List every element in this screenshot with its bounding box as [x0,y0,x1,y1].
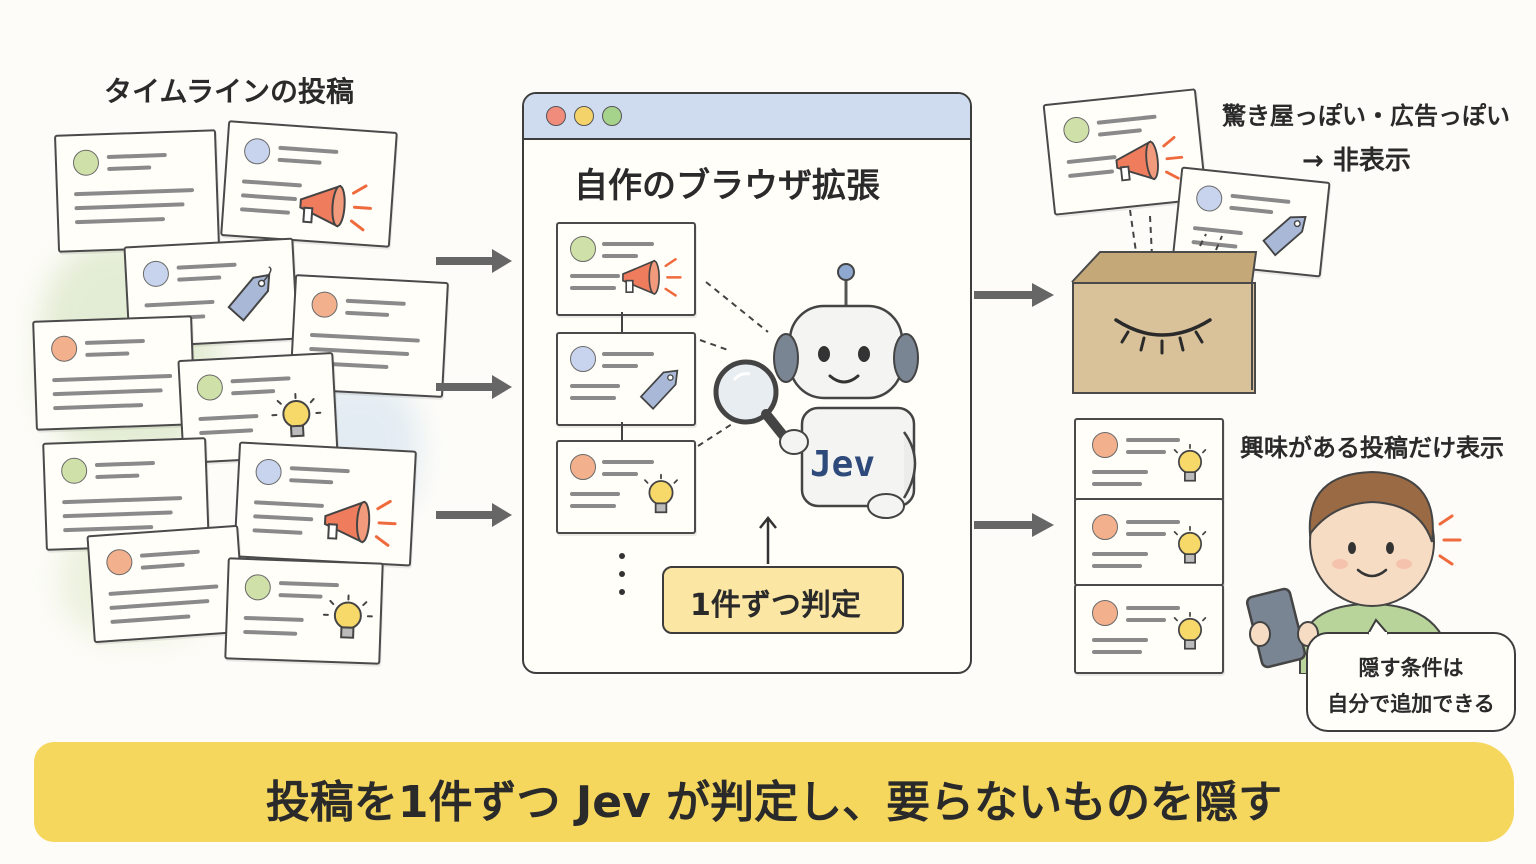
robot-name: Jev [810,444,876,485]
avatar [254,458,283,486]
lightbulb-icon [271,393,322,438]
arrow-right-icon [436,249,512,273]
avatar [570,454,596,480]
post-card [220,120,398,248]
connector-lines [619,281,769,595]
avatar [50,335,78,363]
post-card [556,222,696,316]
hidden-label-line1: 驚き屋っぽい・広告っぽい [1222,102,1510,130]
maximize-dot-icon [602,106,622,126]
price-tag-icon [1262,216,1307,257]
avatar [1092,600,1118,626]
judge-label: 1件ずつ判定 [690,588,861,623]
post-card [1074,498,1224,586]
lightbulb-icon [1173,443,1207,482]
speech-bubble-tail [1367,618,1389,636]
avatar [570,346,596,372]
avatar [1092,514,1118,540]
avatar [243,137,272,166]
avatar [570,236,596,262]
bubble-line1: 隠す条件は [1358,656,1464,680]
megaphone-icon [622,258,682,297]
post-card [233,441,417,567]
lightbulb-icon [1173,611,1207,650]
post-card [177,351,339,465]
bubble-line2: 自分で追加できる [1327,692,1495,716]
avatar [244,573,272,601]
post-card [32,315,196,431]
post-card [224,557,384,665]
avatar [196,373,224,402]
avatar [310,290,339,319]
shown-label: 興味がある投稿だけ表示 [1240,434,1504,462]
arrow-right-icon [436,375,512,399]
lightbulb-icon [644,473,678,514]
post-card [1171,166,1331,278]
extension-title: 自作のブラウザ拡張 [574,166,880,206]
avatar [105,548,134,577]
avatar [60,457,88,485]
post-card [86,524,246,644]
megaphone-icon [323,499,397,547]
judge-label-box: 1件ずつ判定 [662,566,904,634]
speech-bubble: 隠す条件は 自分で追加できる [1306,632,1516,732]
hidden-label-line2: → 非表示 [1302,146,1411,176]
post-card [1074,418,1224,502]
box-sides [1071,251,1258,390]
post-card [123,237,299,349]
arrow-right-icon [974,283,1054,307]
summary-banner: 投稿を1件ずつ Jev が判定し、要らないものを隠す [34,742,1514,842]
post-card [1074,584,1224,674]
close-dot-icon [546,106,566,126]
post-card [556,332,696,426]
minimize-dot-icon [574,106,594,126]
avatar [72,149,100,177]
arrow-up-icon [759,515,777,564]
timeline-label: タイムラインの投稿 [104,75,355,108]
lightbulb-icon [1173,525,1207,564]
price-tag-icon [639,369,679,411]
avatar [1092,432,1118,458]
megaphone-icon [1115,135,1184,182]
megaphone-icon [299,184,372,232]
browser-title-bar [524,94,970,140]
lightbulb-icon [322,594,373,639]
post-card [1042,88,1208,216]
avatar [142,260,170,288]
avatar [1062,115,1091,145]
banner-text: 投稿を1件ずつ Jev が判定し、要らないものを隠す [265,777,1283,828]
arrow-right-icon [974,513,1054,537]
post-card [556,440,696,534]
hide-box [1072,282,1256,394]
arrow-right-icon [436,503,512,527]
robot-icon [713,263,919,519]
post-card [53,129,221,253]
closed-eye-icon [1114,318,1212,355]
price-tag-icon [227,266,272,322]
